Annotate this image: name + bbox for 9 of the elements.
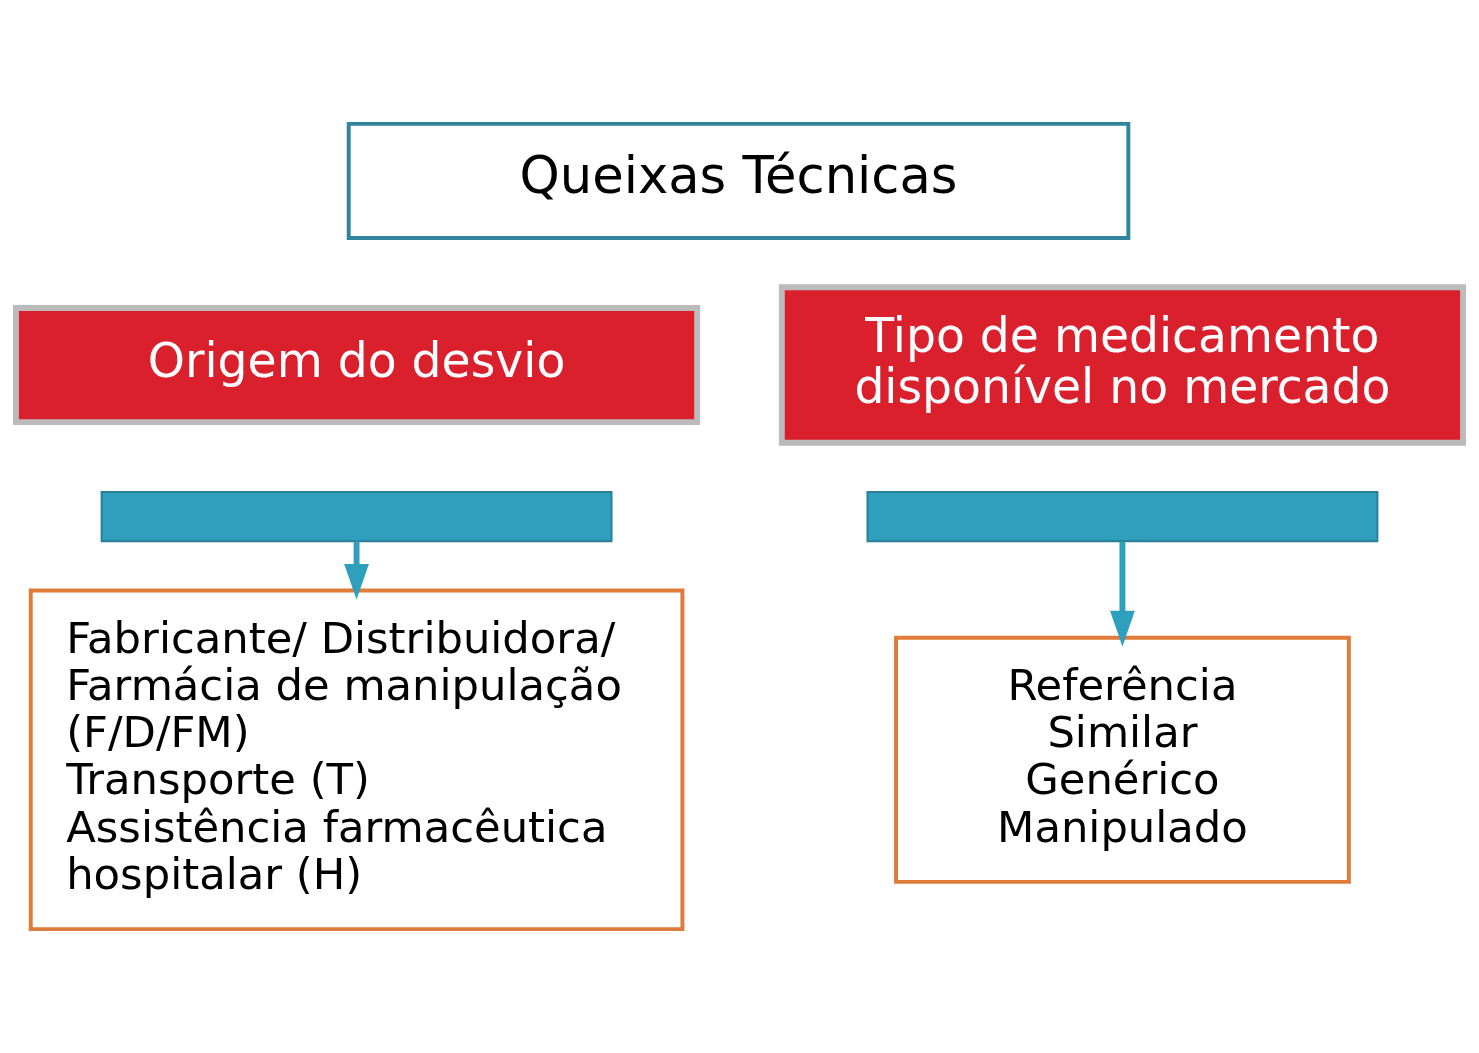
node-box: Fabricante/ Distribuidora/ Farmácia de manipulação (F/D/FM) Transporte (T) Assistência farmacêutica hospitalar (H) (28, 588, 685, 932)
node-box: Referência Similar Genérico Manipulado (894, 635, 1351, 884)
node-bar (866, 491, 1379, 543)
arrow (1110, 541, 1135, 647)
node-box: Tipo de medicamento disponível no mercado (778, 284, 1466, 446)
node-box: Origem do desvio (13, 305, 701, 426)
node-box: Queixas Técnicas (346, 121, 1131, 241)
arrow (344, 541, 369, 600)
node-bar (100, 491, 613, 543)
